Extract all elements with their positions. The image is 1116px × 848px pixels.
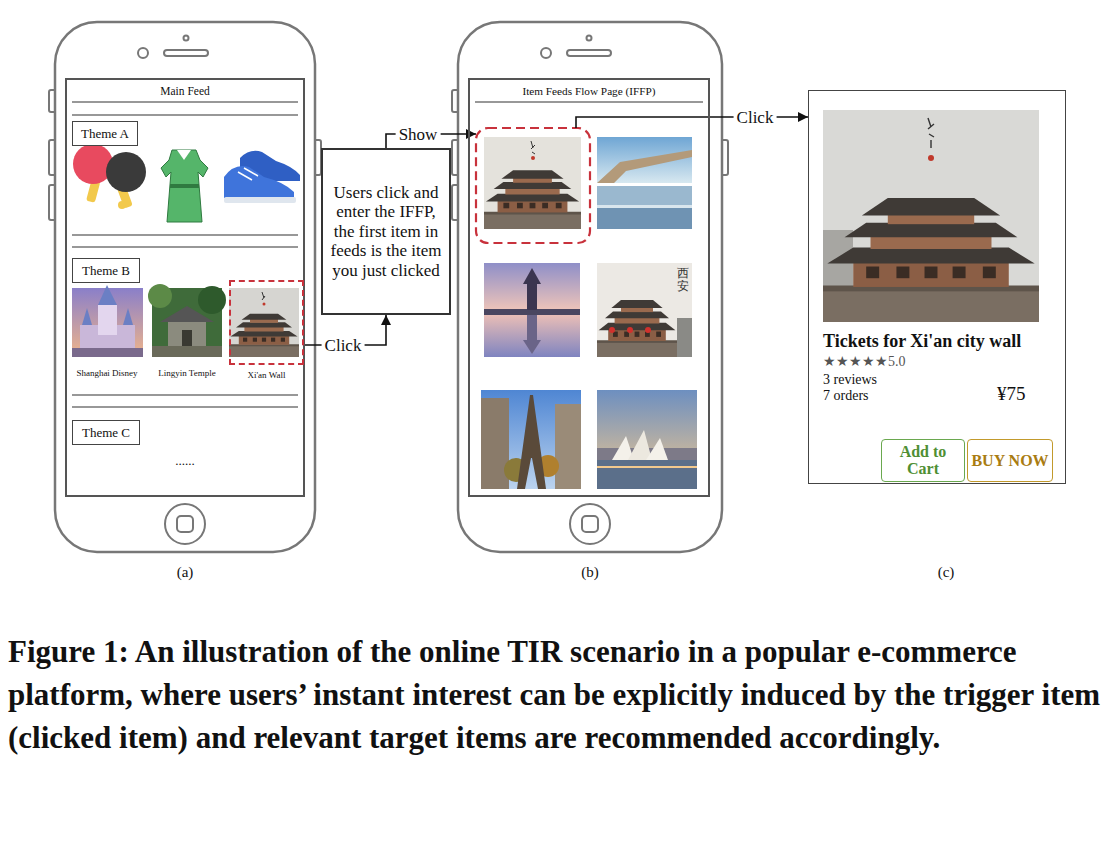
screen-title: Main Feed (67, 85, 303, 97)
photo-feed-6-opera-house (597, 390, 697, 489)
phone-screen: Main FeedTheme A Theme B Xi'an WallTheme C (65, 78, 305, 497)
photo-feed-5-eiffel (481, 390, 581, 489)
ellipsis: ...... (175, 453, 195, 469)
phone-a (49, 22, 321, 552)
cart-button: Add to Cart (881, 439, 965, 482)
subfigure-label: (b) (581, 564, 599, 581)
edge-label: Show (396, 125, 441, 144)
photo-product-city-wall (823, 110, 1039, 322)
price: ¥75 (997, 383, 1026, 405)
highlight-dashed-box (476, 128, 590, 243)
separator-lines (72, 102, 703, 407)
clicked-item: Xi'an Wall (229, 280, 304, 365)
item-caption: Lingyin Temple (158, 368, 215, 378)
dress (161, 150, 208, 222)
phone-b (452, 22, 728, 552)
ping-pong-paddles (73, 144, 146, 209)
figure-caption: Figure 1: An illustration of the online … (8, 630, 1108, 759)
sneakers (224, 151, 300, 203)
theme-label: Theme A (81, 126, 129, 142)
theme-box: Theme B (72, 258, 140, 283)
photo-xian-wall (229, 288, 299, 357)
screen-title: Item Feeds Flow Page (IFFP) (470, 85, 708, 97)
photo-feed-1-city-wall (484, 137, 581, 229)
review-count: 3 reviews (823, 372, 877, 388)
subfigure-label: (a) (177, 564, 194, 581)
process-box: Users click and enter the IFFP, the firs… (321, 148, 451, 315)
item-caption: Xi'an Wall (227, 370, 306, 380)
theme-box: Theme C (72, 420, 140, 445)
item-caption: Shanghai Disney (76, 368, 137, 378)
photo-feed-3-tower (484, 263, 580, 357)
theme-label: Theme B (82, 263, 130, 279)
buy-button: BUY NOW (967, 439, 1053, 482)
button-label: BUY NOW (971, 452, 1048, 469)
edge-label: Click (322, 336, 365, 355)
product-title: Tickets for Xi'an city wall (823, 331, 1021, 352)
subfigure-label: (c) (938, 564, 955, 581)
phone-screen: Item Feeds Flow Page (IFFP) (468, 78, 710, 497)
photo-feed-4-xian-tower (597, 263, 692, 357)
photo-lingyin-temple (148, 284, 226, 357)
photo-feed-2-pier (597, 137, 692, 229)
edge-label: Click (734, 108, 777, 127)
process-text: Users click and enter the IFFP, the firs… (327, 183, 445, 281)
theme-box: Theme A (72, 121, 138, 146)
theme-label: Theme C (82, 425, 130, 441)
button-label: Add to Cart (884, 443, 962, 477)
photo-text: 西安 (677, 267, 689, 293)
order-count: 7 orders (823, 388, 869, 404)
photo-shanghai-disney (72, 285, 143, 357)
product-panel: Tickets for Xi'an city wall★★★★★5.0 3 rev… (808, 90, 1066, 484)
rating: ★★★★★5.0 (823, 353, 906, 370)
